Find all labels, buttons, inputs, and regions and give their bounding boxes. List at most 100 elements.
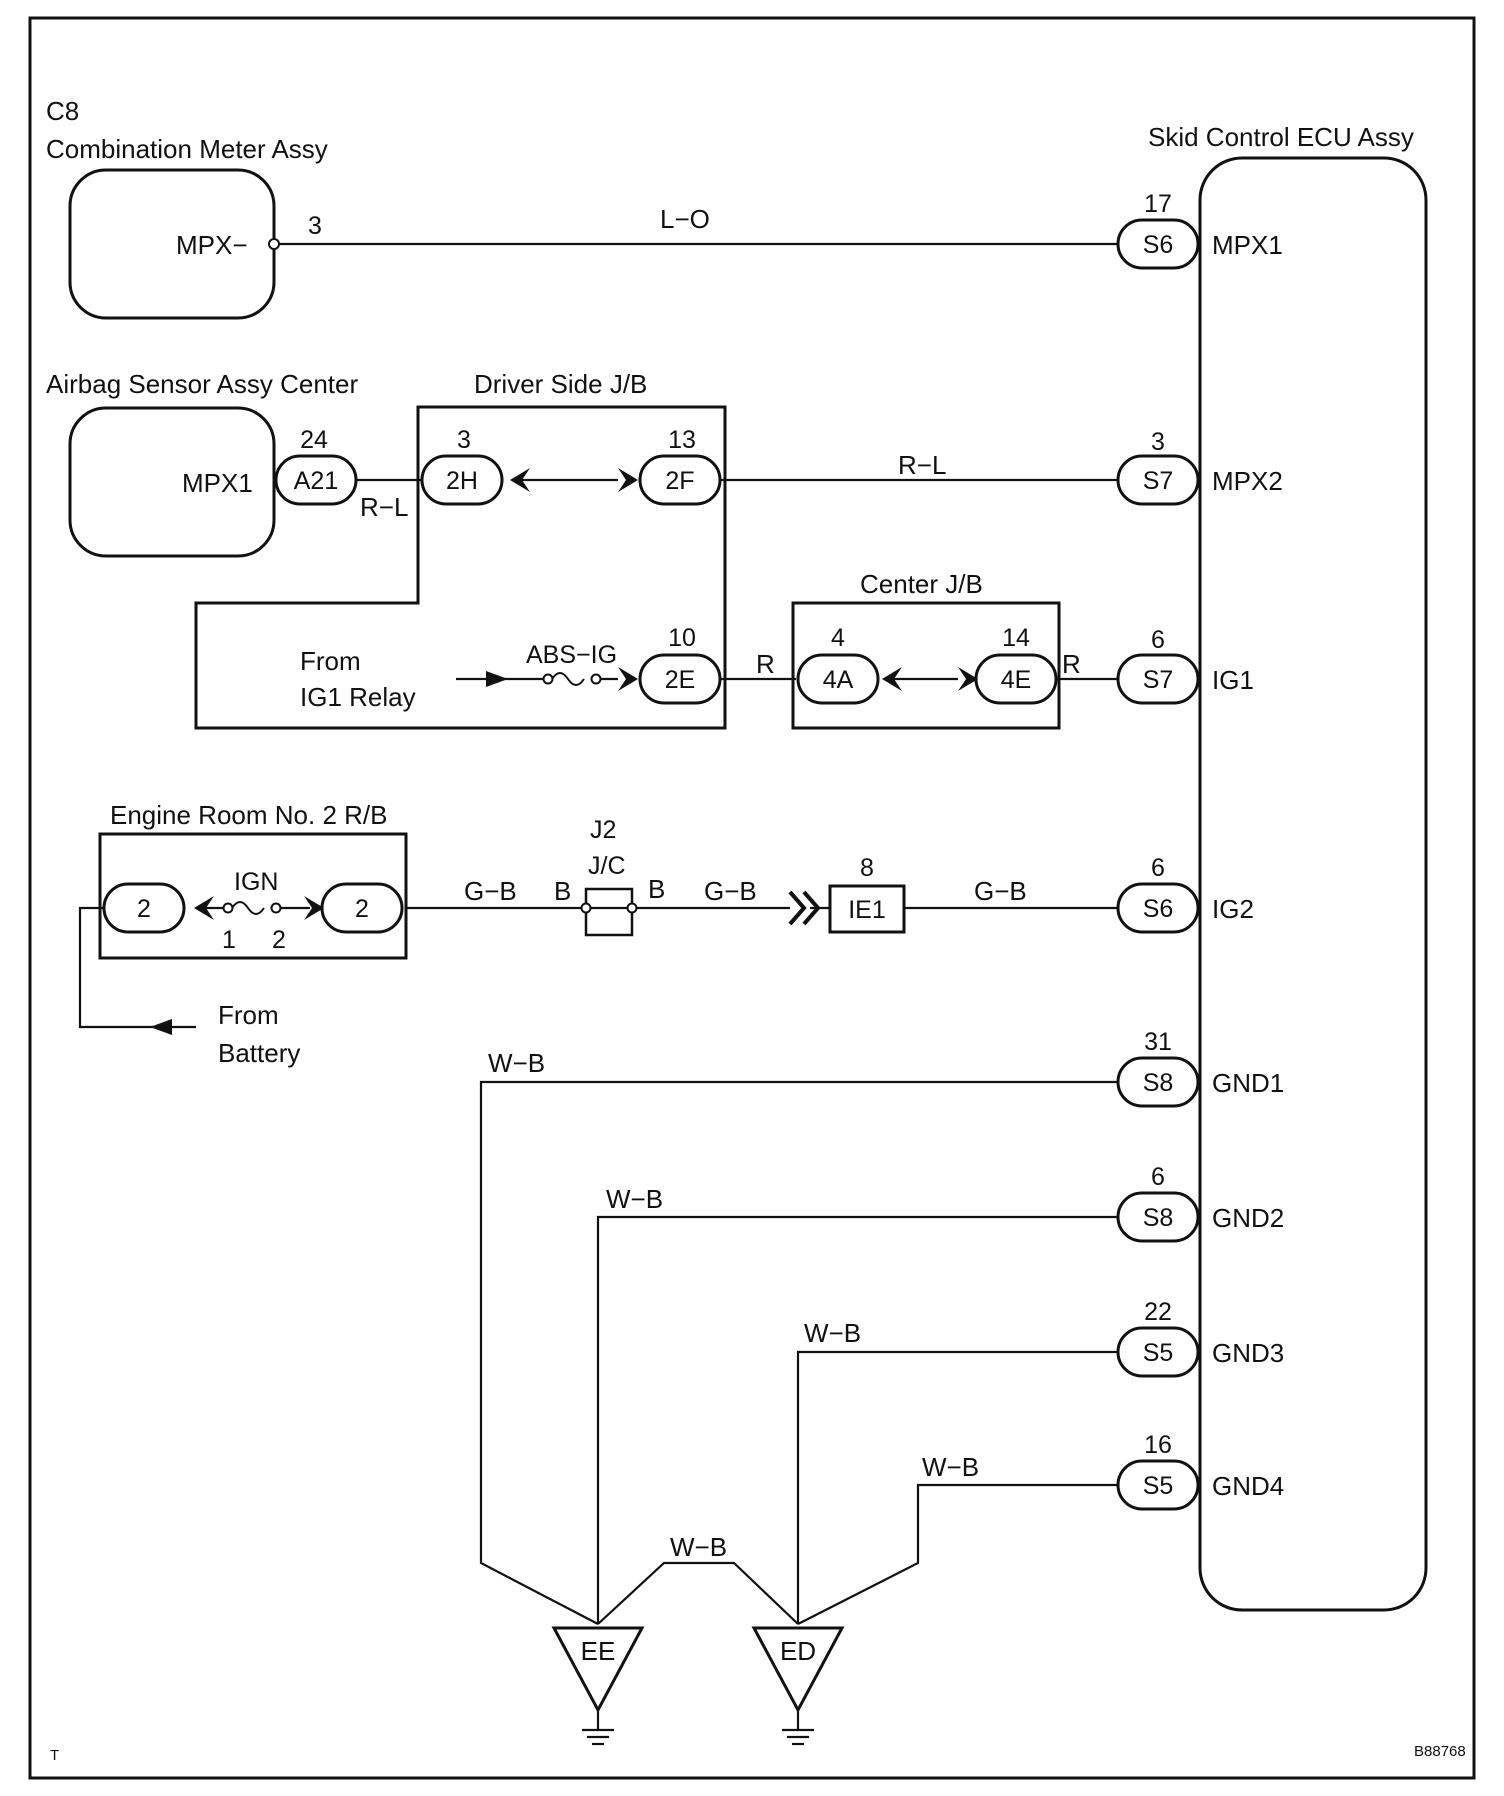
connector-label: 2F bbox=[665, 467, 694, 495]
abs-ig-fuse-icon bbox=[542, 672, 602, 686]
wire-gb-b-label: G−B bbox=[704, 876, 757, 906]
pin-2e: 10 bbox=[668, 624, 696, 652]
connector-label: S8 bbox=[1143, 1204, 1174, 1232]
ig1-relay-line1: From bbox=[300, 646, 361, 676]
pin-a21: 24 bbox=[300, 426, 328, 454]
driver-jb-outline bbox=[194, 405, 727, 730]
ig1-relay-line2: IG1 Relay bbox=[300, 682, 416, 712]
connector-label: S5 bbox=[1143, 1472, 1174, 1500]
ecu-terminal-gnd4: GND4 bbox=[1212, 1471, 1284, 1501]
ign-fuse-icon bbox=[222, 901, 282, 915]
battery-line2: Battery bbox=[218, 1038, 300, 1068]
pin-s8-gnd2: 6 bbox=[1151, 1163, 1165, 1191]
pin-s7-ig1: 6 bbox=[1151, 626, 1165, 654]
battery-line1: From bbox=[218, 1000, 279, 1030]
airbag-sensor-box bbox=[68, 406, 276, 558]
connector-c4e: 4E bbox=[974, 653, 1058, 705]
ecu-terminal-ig1: IG1 bbox=[1212, 665, 1254, 695]
connector-s6-ig2: S6 bbox=[1116, 882, 1200, 934]
pin-4a: 4 bbox=[831, 624, 845, 652]
driver-jb-name: Driver Side J/B bbox=[474, 369, 647, 399]
ground-ee-label: EE bbox=[581, 1636, 616, 1666]
connector-label: 2H bbox=[446, 467, 478, 495]
mpx-minus-terminal: MPX− bbox=[176, 230, 248, 260]
connector-r2-left: 2 bbox=[102, 882, 186, 934]
ecu-terminal-ig2: IG2 bbox=[1212, 894, 1254, 924]
ground-ed-label: ED bbox=[780, 1636, 816, 1666]
skid-control-ecu-name: Skid Control ECU Assy bbox=[1148, 122, 1414, 152]
ie1-box bbox=[828, 884, 906, 934]
wire-wb-3-label: W−B bbox=[804, 1318, 861, 1348]
engine-rb-name: Engine Room No. 2 R/B bbox=[110, 800, 387, 830]
connector-label: S6 bbox=[1143, 895, 1174, 923]
mpx-minus-terminal-dot bbox=[268, 238, 280, 250]
wire-gb-c-label: G−B bbox=[974, 876, 1027, 906]
connector-label: 2E bbox=[665, 666, 696, 694]
pin-s5-gnd4: 16 bbox=[1144, 1431, 1172, 1459]
ecu-terminal-mpx2: MPX2 bbox=[1212, 466, 1283, 496]
connector-label: 2 bbox=[137, 895, 151, 923]
combination-meter-code: C8 bbox=[46, 96, 79, 126]
connector-c2h: 2H bbox=[420, 454, 504, 506]
wire-wb-4 bbox=[797, 1483, 1118, 1625]
connector-s8-gnd1: S8 bbox=[1116, 1056, 1200, 1108]
pin-s8-gnd1: 31 bbox=[1144, 1028, 1172, 1056]
pin-4e: 14 bbox=[1002, 624, 1030, 652]
connector-label: 2 bbox=[355, 895, 369, 923]
ecu-terminal-gnd2: GND2 bbox=[1212, 1203, 1284, 1233]
connector-label: S5 bbox=[1143, 1339, 1174, 1367]
ground-ed-icon bbox=[751, 1626, 845, 1746]
jc-code: J2 bbox=[590, 816, 616, 844]
combination-meter-pin: 3 bbox=[308, 212, 322, 240]
connector-c4a: 4A bbox=[796, 653, 880, 705]
pin-s7-mpx2: 3 bbox=[1151, 428, 1165, 456]
footer-figure-code: B88768 bbox=[1414, 1743, 1466, 1760]
ign-fuse-pin-left: 1 bbox=[222, 926, 236, 954]
wire-wb-4-label: W−B bbox=[922, 1452, 979, 1482]
connector-label: 4E bbox=[1001, 666, 1032, 694]
engine-rb-outline bbox=[98, 832, 408, 960]
airbag-sensor-name: Airbag Sensor Assy Center bbox=[46, 369, 358, 399]
connector-s5-gnd4: S5 bbox=[1116, 1459, 1200, 1511]
pin-ie1: 8 bbox=[860, 854, 874, 882]
connector-r2-right: 2 bbox=[320, 882, 404, 934]
connector-label: S7 bbox=[1143, 666, 1174, 694]
wire-battery bbox=[78, 906, 196, 1029]
ign-fuse-pin-right: 2 bbox=[272, 926, 286, 954]
wire-b-a-label: B bbox=[554, 876, 571, 906]
connector-arrow-marks bbox=[150, 468, 978, 1035]
connector-ie1-label: IE1 bbox=[848, 896, 886, 924]
connector-label: 4A bbox=[823, 666, 854, 694]
connector-label: A21 bbox=[294, 467, 338, 495]
ecu-terminal-gnd1: GND1 bbox=[1212, 1068, 1284, 1098]
wire-gb-a-label: G−B bbox=[464, 876, 517, 906]
wire-rl-b-label: R−L bbox=[898, 450, 946, 480]
wire-lo-label: L−O bbox=[660, 204, 710, 234]
connector-s8-gnd2: S8 bbox=[1116, 1191, 1200, 1243]
connector-label: S6 bbox=[1143, 231, 1174, 259]
jc-box bbox=[580, 887, 638, 937]
pin-s5-gnd3: 22 bbox=[1144, 1298, 1172, 1326]
ground-ee-icon bbox=[551, 1626, 645, 1746]
center-jb-outline bbox=[791, 601, 1061, 730]
pin-2f: 13 bbox=[668, 426, 696, 454]
ecu-terminal-gnd3: GND3 bbox=[1212, 1338, 1284, 1368]
ign-fuse-label: IGN bbox=[234, 868, 278, 896]
abs-ig-fuse-label: ABS−IG bbox=[526, 641, 617, 669]
wire-wb-5 bbox=[597, 1561, 799, 1625]
wire-wb-3 bbox=[796, 1350, 1118, 1624]
connector-s5-gnd3: S5 bbox=[1116, 1326, 1200, 1378]
wire-wb-2-label: W−B bbox=[606, 1184, 663, 1214]
wire-wb-1 bbox=[479, 1080, 1118, 1625]
wire-wb-5-label: W−B bbox=[670, 1532, 727, 1562]
ecu-terminal-mpx1: MPX1 bbox=[1212, 230, 1283, 260]
airbag-mpx1-terminal: MPX1 bbox=[182, 468, 253, 498]
jc-name: J/C bbox=[588, 852, 626, 880]
connector-c2f: 2F bbox=[638, 454, 722, 506]
pin-s6-mpx1: 17 bbox=[1144, 190, 1172, 218]
pin-s6-ig2: 6 bbox=[1151, 854, 1165, 882]
skid-control-ecu-box bbox=[1198, 156, 1428, 1612]
connector-a21: A21 bbox=[274, 454, 358, 506]
connector-s7-ig1: S7 bbox=[1116, 653, 1200, 705]
